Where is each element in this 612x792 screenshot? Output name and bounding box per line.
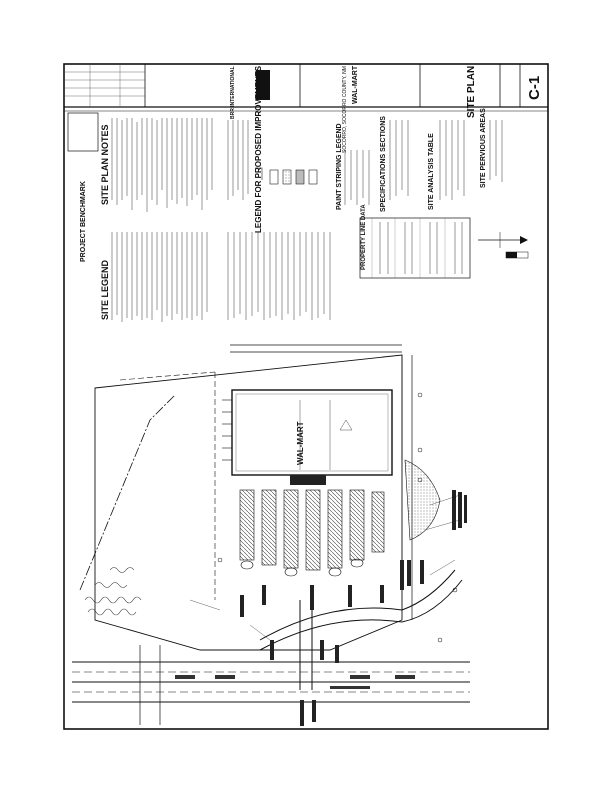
firm-logo-icon [256, 70, 270, 100]
entry-canopy [290, 475, 326, 485]
site-plan-notes-heading: SITE PLAN NOTES [100, 124, 110, 205]
building-footprint [231, 389, 393, 476]
north-arrow-icon [478, 232, 529, 259]
benchmark-heading: PROJECT BENCHMARK [80, 181, 87, 262]
firm-name: BRR INTERNATIONAL [230, 66, 236, 119]
building-label: WAL-MART [296, 421, 305, 465]
sheet-title: SITE PLAN [466, 65, 477, 118]
specifications-heading: SPECIFICATIONS SECTIONS [380, 116, 387, 212]
project-line-1: WAL-MART [352, 65, 359, 104]
site-legend-heading: SITE LEGEND [100, 259, 110, 320]
benchmark-box [67, 112, 99, 152]
sheet-number: C-1 [526, 75, 543, 100]
property-line-table [359, 217, 471, 279]
site-analysis-heading: SITE ANALYSIS TABLE [428, 133, 435, 210]
project-line-2: SOCORRO, SOCORRO COUNTY, NM [342, 66, 348, 153]
property-line-heading: PROPERTY LINE DATA [361, 204, 367, 270]
sheet-border [63, 63, 549, 730]
pervious-areas-heading: SITE PERVIOUS AREAS [480, 108, 487, 188]
